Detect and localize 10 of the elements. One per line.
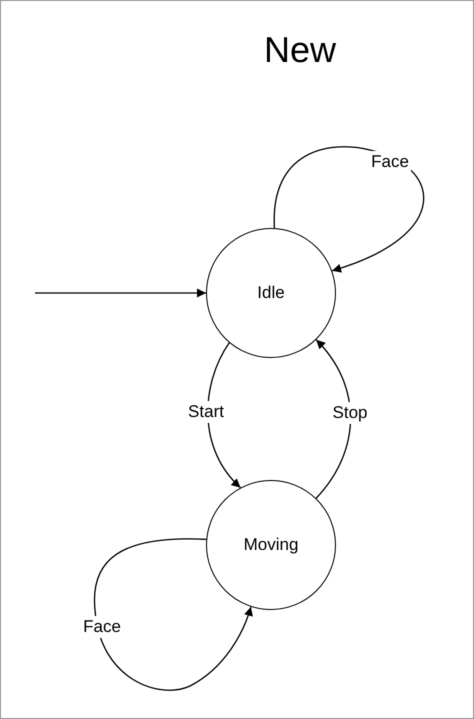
state-label: Moving (244, 535, 298, 555)
edge-label: Start (186, 401, 226, 423)
edge-label: Stop (330, 402, 370, 424)
transition-arrow (35, 288, 206, 298)
transition-arrow (94, 538, 253, 691)
diagram-title: New (262, 28, 338, 72)
transition-arrow (274, 146, 424, 272)
transition-arrow (316, 339, 352, 499)
edge-label: Face (369, 151, 411, 173)
state-label: Idle (257, 283, 285, 303)
